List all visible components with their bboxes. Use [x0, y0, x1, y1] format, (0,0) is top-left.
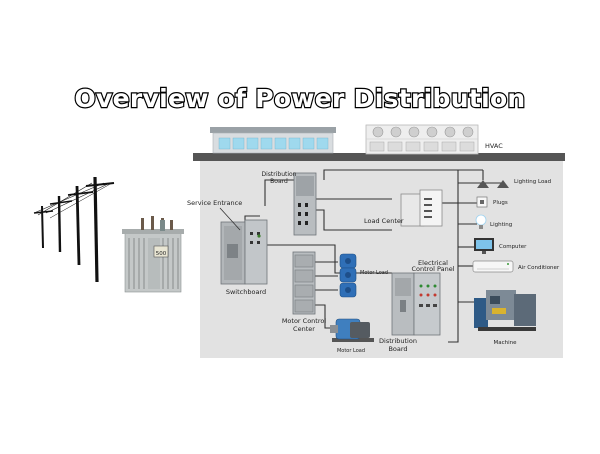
motor-load-group	[339, 253, 357, 298]
service-entrance-pointer	[219, 207, 241, 231]
lightbulb-icon	[475, 214, 487, 229]
switchboard	[220, 219, 268, 285]
machine-label: Machine	[493, 340, 517, 346]
distribution-board-bottom-label-1: Distribution	[379, 337, 417, 345]
motor-load-bottom-label: Motor Load	[337, 348, 365, 354]
transformer-plate: 500	[156, 251, 167, 257]
lighting-load-label: Lighting Load	[514, 179, 551, 185]
motor-control-center-label-2: Center	[293, 325, 315, 333]
utility-poles	[33, 176, 115, 283]
computer-icon	[474, 238, 494, 254]
load-center-label: Load Center	[364, 217, 404, 225]
air-conditioner-icon	[472, 260, 514, 273]
rooftop-house	[210, 127, 336, 154]
distribution-board-top	[293, 172, 317, 236]
distribution-board-bottom	[391, 272, 441, 336]
electrical-control-panel-label-2: Control Panel	[411, 265, 454, 273]
lighting-load-lamps	[477, 180, 509, 188]
machine-icon	[474, 290, 536, 331]
motor-control-center	[292, 251, 316, 315]
lighting-label: Lighting	[490, 222, 512, 228]
motor-control-center-label-1: Motor Control	[282, 317, 327, 325]
plugs-label: Plugs	[493, 200, 508, 206]
transformer	[122, 216, 184, 293]
service-entrance-label: Service Entrance	[187, 199, 242, 207]
distribution-board-top-label-1: Distribution	[261, 171, 296, 178]
air-conditioner-label: Air Conditioner	[518, 265, 560, 271]
distribution-board-top-label-2: Board	[270, 178, 288, 185]
page-title: Overview of Power Distribution	[73, 83, 526, 114]
switchboard-label: Switchboard	[226, 288, 266, 296]
motor-load-right-label: Motor Load	[360, 270, 388, 276]
computer-label: Computer	[499, 244, 527, 250]
distribution-board-bottom-label-2: Board	[388, 345, 407, 353]
building-roof	[193, 153, 565, 161]
electrical-control-panel-label-1: Electrical	[418, 259, 448, 267]
plugs-icon	[476, 196, 488, 208]
wiring	[244, 169, 503, 343]
load-center	[400, 189, 443, 227]
motor-load-bottom	[330, 318, 374, 342]
hvac-unit	[365, 124, 479, 155]
hvac-label: HVAC	[485, 142, 503, 150]
